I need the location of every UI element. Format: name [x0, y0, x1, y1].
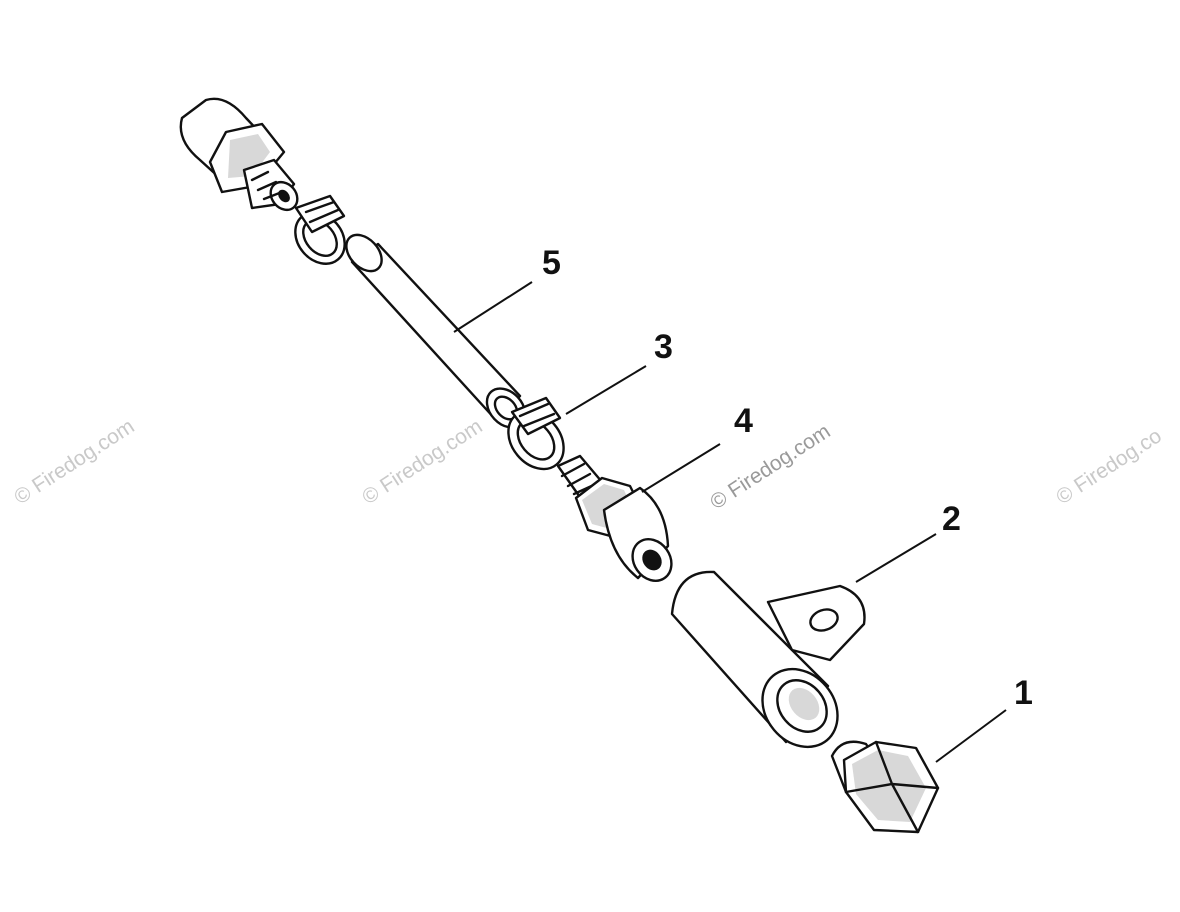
watermark-center: © Firedog.com — [706, 420, 834, 514]
callout-1: 1 — [1014, 674, 1033, 712]
callout-2: 2 — [942, 500, 961, 538]
leader-3 — [565, 365, 647, 415]
leader-1 — [935, 709, 1007, 763]
leader-4 — [641, 443, 721, 493]
callout-5: 5 — [542, 244, 561, 282]
callout-3: 3 — [654, 328, 673, 366]
hose-part-5 — [345, 233, 527, 429]
leader-lines — [453, 281, 1007, 763]
watermark-right: © Firedog.co — [1052, 424, 1166, 509]
mounting-block-part-2 — [670, 570, 866, 749]
top-hose-fitting — [179, 97, 299, 212]
upper-hose-clamp — [294, 194, 346, 265]
watermark-mid: © Firedog.com — [358, 415, 486, 509]
callout-4: 4 — [734, 402, 753, 440]
callouts: 5 3 4 2 1 — [542, 244, 1033, 712]
barb-fitting-part-4 — [556, 454, 673, 582]
hose-clamp-part-3 — [507, 396, 565, 471]
leader-2 — [855, 533, 937, 583]
plug-part-1 — [830, 740, 940, 834]
leader-5 — [453, 281, 533, 333]
watermark-left: © Firedog.com — [10, 415, 138, 509]
